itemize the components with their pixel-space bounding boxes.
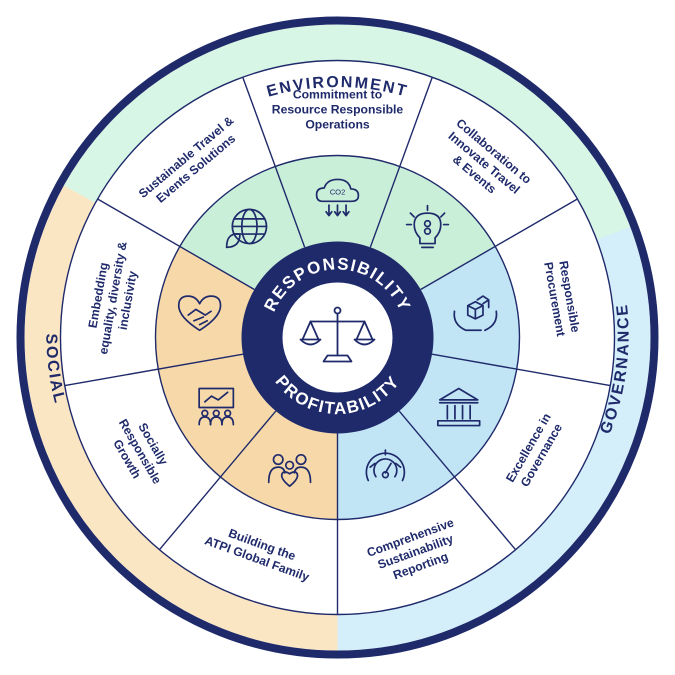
segment-divider — [431, 353, 611, 387]
segment-divider — [398, 410, 517, 551]
inner-wedge — [399, 354, 517, 477]
globe-leaf-icon — [225, 208, 268, 249]
segment-label-line: Resource Responsible — [272, 103, 404, 117]
heart-handshake-icon — [177, 295, 222, 332]
outer-border — [16, 16, 659, 659]
segment-wedge — [454, 369, 611, 550]
segment-wedge — [242, 60, 433, 167]
segment-ring-outline — [59, 59, 616, 616]
gauge-icon — [365, 449, 406, 482]
segment-wedge — [495, 199, 615, 386]
segment-wedge — [64, 369, 221, 550]
segment-wedge — [399, 77, 578, 247]
inner-wedge — [220, 411, 338, 520]
co2-label: CO2 — [330, 188, 346, 197]
segment-dividers — [64, 76, 611, 615]
inner-wedge — [370, 166, 496, 290]
co2-cloud-icon: CO2 — [315, 178, 360, 217]
segment-label-line: Operations — [305, 118, 370, 132]
segment-divider — [64, 353, 244, 387]
scales-icon — [299, 306, 376, 363]
segment-wedge — [60, 199, 180, 386]
lightbulb-idea-icon — [405, 204, 450, 249]
hands-boxes-icon — [453, 295, 498, 332]
segment-wedge — [97, 77, 276, 247]
segment-icons: CO2 — [177, 178, 498, 488]
segment-label-line: Commitment to — [293, 88, 382, 102]
institution-icon — [436, 387, 481, 427]
segment-divider — [158, 410, 277, 551]
inner-ring-outline — [154, 154, 521, 521]
inner-wedge — [155, 246, 255, 370]
family-hearts-icon — [267, 453, 312, 488]
presentation-icon — [198, 387, 235, 426]
center-hub: RESPONSIBILITY PROFITABILITY — [241, 241, 434, 434]
segment-divider — [242, 76, 306, 248]
segment-divider — [97, 198, 255, 291]
inner-wedge — [420, 246, 520, 370]
segment-divider — [420, 198, 578, 291]
segment-wedges — [60, 60, 615, 615]
segment-divider — [369, 76, 433, 248]
